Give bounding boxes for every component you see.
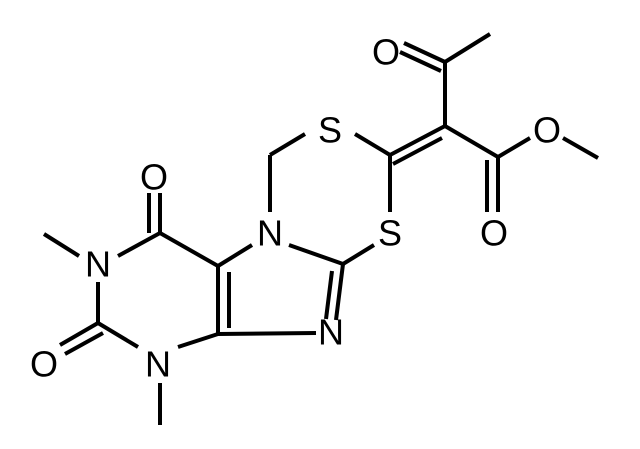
bonds [42,32,599,425]
bond-ylidene [389,124,446,157]
bond-o-methyl [562,136,599,160]
bond-s-c8 [341,243,376,266]
atom-n-bottom: N [145,344,171,385]
bond-n-c8 [288,243,344,266]
bond-s-ch2 [268,132,307,157]
bond-acetyl-co-double [399,50,442,73]
atom-o-c2: O [30,344,58,385]
atom-n-amide: N [85,244,111,285]
bond-n-c5 [216,243,254,268]
bond-ylidene-double [392,136,443,166]
bond-c6-n1 [117,231,161,258]
bond-c8-n-double [324,270,334,320]
bond-c8-n [334,263,345,321]
atom-labels: O S O O N S O N N O N [30,32,561,385]
bond-c2-o-double [64,331,104,356]
atom-n-imine: N [318,312,344,353]
bond-n3-c4 [177,332,219,349]
atom-o-carbonyl: O [480,213,508,254]
atom-n-ring: N [257,213,283,254]
bond-ester-o [496,136,532,159]
atom-o-acetyl: O [372,32,400,73]
bond-c5-c6 [159,231,219,268]
bond-n-c4 [217,331,317,336]
atom-s-right: S [378,213,402,254]
bond-c-s-top [353,132,392,157]
atom-o-ester: O [533,110,561,151]
bond-methyl-acetyl [443,32,492,64]
bond-alkene-ester [443,124,500,159]
bond-acetyl-co [403,41,446,64]
atom-s-top: S [318,110,342,151]
bond-c2-n3 [96,321,140,349]
bond-c2-o [58,321,100,347]
bond-n1-methyl [42,232,81,258]
atom-o-c6: O [140,157,168,198]
